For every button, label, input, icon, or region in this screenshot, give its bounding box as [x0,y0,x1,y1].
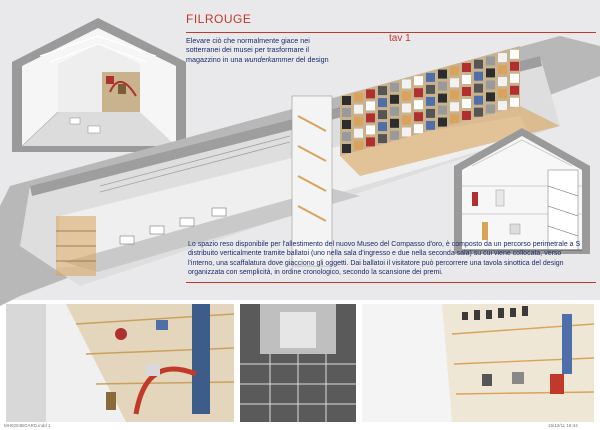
render-photo-atrium [240,304,356,422]
shelf-object [450,114,459,124]
shelf-object [426,120,435,130]
shelf-object [498,101,507,111]
shelf-object [342,96,351,105]
shelf-object [510,49,519,59]
shelf-object [366,125,375,135]
shelf-object [438,105,447,115]
shelf-object [498,53,507,63]
shelf-object [438,93,447,103]
shelf-object [462,87,471,96]
shelf-object [378,122,387,132]
shelf-object [510,61,519,71]
board-title: FILROUGE [186,12,252,26]
cross-section-drawing [454,128,590,254]
title-rule [186,32,596,33]
shelf-object [426,84,435,94]
shelf-object [498,89,507,99]
shelf-object [354,140,363,150]
shelf-object [462,75,471,84]
shelf-object [402,91,411,101]
shelf-object [390,94,399,104]
shelf-object [414,76,423,86]
shelf-object [414,100,423,110]
shelf-object [438,81,447,91]
shelf-object [402,127,411,137]
shelf-object [426,108,435,118]
shelf-object [378,98,387,108]
shelf-object [354,92,363,102]
section-perspective-drawing [12,18,186,152]
shelf-object [474,107,483,117]
shelf-object [510,97,519,107]
shelf-object [474,95,483,105]
shelf-object [342,144,351,153]
render-photo-shelving [362,304,594,422]
render-photo-corridor [6,304,234,422]
shelf-object [486,92,495,102]
concept-text: Elevare ciò che normalmente giace nei so… [186,36,336,64]
shelf-object [366,101,375,111]
shelf-object [438,69,447,79]
shelf-object [378,110,387,120]
footer-file-name: MH0204BOARD.indd 1 [4,423,51,428]
shelf-object [486,80,495,90]
shelf-object [414,124,423,134]
shelf-object [474,71,483,81]
shelf-object [414,112,423,122]
shelf-object [486,56,495,66]
shelf-object [510,73,519,83]
shelf-object [450,90,459,100]
shelf-object [354,128,363,138]
footer-timestamp: 16/12/11 18:44 [548,423,578,428]
shelf-object [354,104,363,114]
shelf-object [354,116,363,126]
shelf-object [390,118,399,128]
concept-text-tail: del design [293,54,329,64]
shelf-object [450,66,459,76]
shelf-object [510,85,519,95]
shelf-object [438,117,447,127]
shelf-object [378,134,387,144]
description-rule [186,282,596,283]
shelf-object [342,108,351,117]
shelf-object [390,106,399,116]
shelf-object [450,78,459,88]
shelf-object [474,59,483,69]
concept-text-lead: Elevare ciò che normalmente giace nei so… [186,36,310,64]
shelf-object [390,82,399,92]
concept-text-emphasis: wunderkammer [244,54,294,64]
shelf-object [414,88,423,98]
shelf-object [462,111,471,120]
shelf-object [342,120,351,129]
shelf-object [474,83,483,93]
shelf-object [450,102,459,112]
shelf-object [426,72,435,82]
shelf-object [462,99,471,108]
shelf-object [366,89,375,99]
project-description: Lo spazio reso disponibile per l'allesti… [188,241,581,277]
shelf-object [366,137,375,147]
shelf-object [498,77,507,87]
shelf-object [342,132,351,141]
shelf-object [390,130,399,140]
sheet-number: tav 1 [389,33,411,44]
shelf-object [378,86,387,96]
shelf-object [462,63,471,72]
shelf-object [486,68,495,78]
shelf-object [402,103,411,113]
print-footer [0,422,600,430]
axonometric-section-drawing [0,36,600,306]
drawing-area: FILROUGE tav 1 Elevare ciò che normalmen… [0,0,600,306]
shelf-object [402,115,411,125]
shelf-object [402,79,411,89]
shelf-object [486,104,495,114]
shelf-object [366,113,375,123]
shelf-object [498,65,507,75]
shelf-object [426,96,435,106]
